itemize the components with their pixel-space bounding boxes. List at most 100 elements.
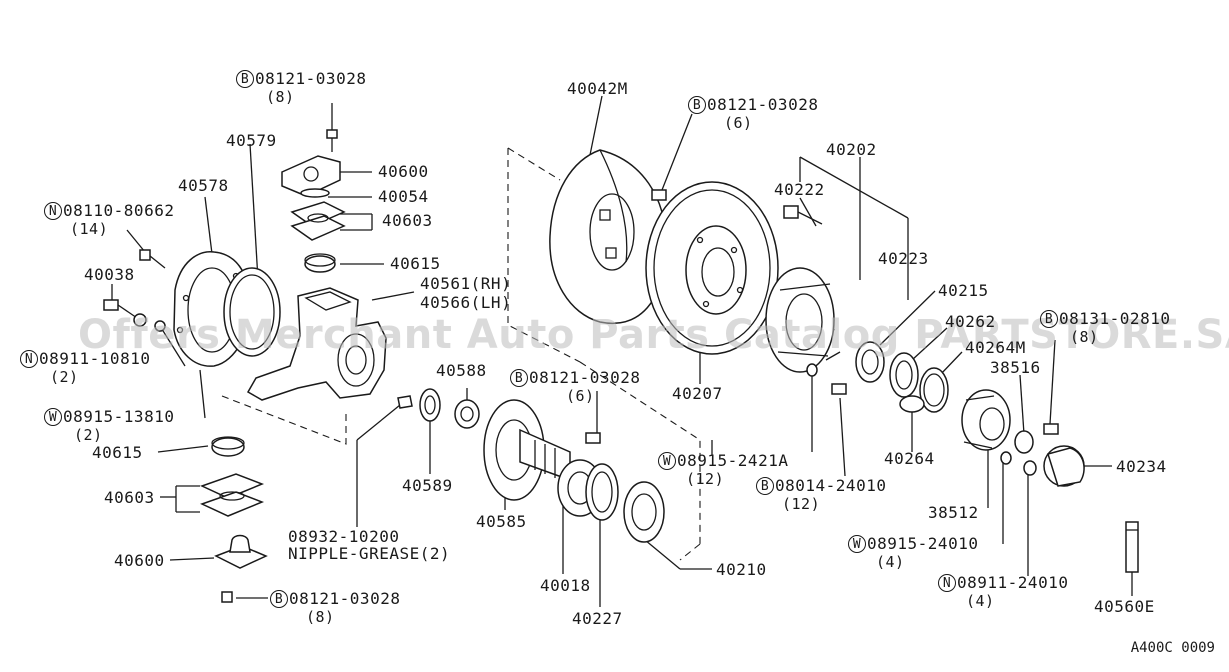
circled-b-marker: B (756, 477, 774, 495)
callout-38516: 38516 (990, 358, 1041, 377)
callout-40589: 40589 (402, 476, 453, 495)
callout-nipple-grease: NIPPLE-GREASE(2) (288, 544, 451, 563)
quantity: (2) (50, 368, 79, 386)
callout-40210: 40210 (716, 560, 767, 579)
shim-40603-c (200, 473, 265, 499)
part-number: 08121-03028 (255, 69, 367, 88)
leader-lines (111, 95, 1133, 607)
circled-n-marker: N (938, 574, 956, 592)
callout-40234: 40234 (1116, 457, 1167, 476)
part-number: 08911-10810 (39, 349, 151, 368)
part-number: 08110-80662 (63, 201, 175, 220)
circled-n-marker: N (44, 202, 62, 220)
circled-w-marker: W (848, 535, 866, 553)
part-number: 08915-13810 (63, 407, 175, 426)
part-number: 08121-03028 (289, 589, 401, 608)
callout-40560E: 40560E (1094, 597, 1155, 616)
quantity: (6) (566, 387, 595, 405)
bolt-08131 (1043, 423, 1059, 435)
part-40215 (855, 341, 885, 383)
callout-40222: 40222 (774, 180, 825, 199)
washer-08915-2421A (806, 363, 818, 377)
bolt-40038 (103, 299, 119, 311)
callout-40207: 40207 (672, 384, 723, 403)
nut-08911-24010 (1023, 460, 1037, 476)
figure-code: A400C 0009 (1130, 640, 1215, 656)
circled-b-marker: B (510, 369, 528, 387)
circled-b-marker: B (688, 96, 706, 114)
bolt-top (326, 129, 338, 139)
part-number: 08915-2421A (677, 451, 789, 470)
quantity: (8) (306, 608, 335, 626)
watermark-text: Offers Merchant Auto Parts Catalog PARTS… (78, 312, 1229, 358)
bolt-08121-6 (585, 432, 601, 444)
callout-40264M: 40264M (965, 338, 1026, 357)
bearing-40588 (454, 399, 480, 429)
quantity: (2) (74, 426, 103, 444)
callout-40603-top: 40603 (382, 211, 433, 230)
callout-40578: 40578 (178, 176, 229, 195)
spindle-group (419, 388, 665, 543)
locking-hub-38512 (961, 389, 1011, 451)
callout-40018: 40018 (540, 576, 591, 595)
callout-40223: 40223 (878, 249, 929, 268)
quantity: (6) (724, 114, 753, 132)
knuckle-group (103, 129, 413, 603)
callout-40585: 40585 (476, 512, 527, 531)
ball-joint-plate-top (281, 155, 341, 197)
washer-08915 (154, 320, 166, 332)
ring-40227 (585, 463, 619, 521)
dust-shield-40042M (549, 149, 667, 324)
quantity: (12) (686, 470, 725, 488)
seal-40615-top (304, 255, 336, 273)
seal-40615-bottom (211, 437, 245, 457)
spacer-40264 (899, 395, 925, 413)
quantity: (14) (70, 220, 109, 238)
circled-b-marker: B (1040, 310, 1058, 328)
circled-n-marker: N (20, 350, 38, 368)
grease-nipple (397, 395, 413, 409)
quantity: (4) (876, 553, 905, 571)
quantity: (8) (266, 88, 295, 106)
rotor-group (549, 149, 1139, 573)
hub-40202 (765, 267, 835, 373)
part-number: 08915-24010 (867, 534, 979, 553)
callout-40215: 40215 (938, 281, 989, 300)
nut-08911 (133, 313, 147, 327)
callout-40600-top: 40600 (378, 162, 429, 181)
washer-40589 (419, 388, 441, 422)
bolt-08014 (831, 383, 847, 395)
callout-40202: 40202 (826, 140, 877, 159)
quantity: (8) (1070, 328, 1099, 346)
part-number: 08121-03028 (707, 95, 819, 114)
bolt-08121-6-upper (651, 189, 667, 201)
callout-08932-10200: 08932-10200 (288, 527, 400, 546)
ring-40262 (889, 352, 919, 398)
bolt-40222 (783, 205, 799, 219)
bolt-08110 (139, 249, 151, 261)
callout-40264: 40264 (884, 449, 935, 468)
callout-40262: 40262 (945, 312, 996, 331)
circled-b-marker: B (270, 590, 288, 608)
circled-w-marker: W (658, 452, 676, 470)
callout-40042M: 40042M (567, 79, 628, 98)
part-number: 08911-24010 (957, 573, 1069, 592)
bolt-bottom (221, 591, 233, 603)
callout-40603-bottom: 40603 (104, 488, 155, 507)
callout-40615-bottom: 40615 (92, 443, 143, 462)
washer-38516 (1014, 430, 1034, 454)
part-number: 08121-03028 (529, 368, 641, 387)
circled-b-marker: B (236, 70, 254, 88)
ring-40054 (300, 188, 330, 198)
circled-w-marker: W (44, 408, 62, 426)
